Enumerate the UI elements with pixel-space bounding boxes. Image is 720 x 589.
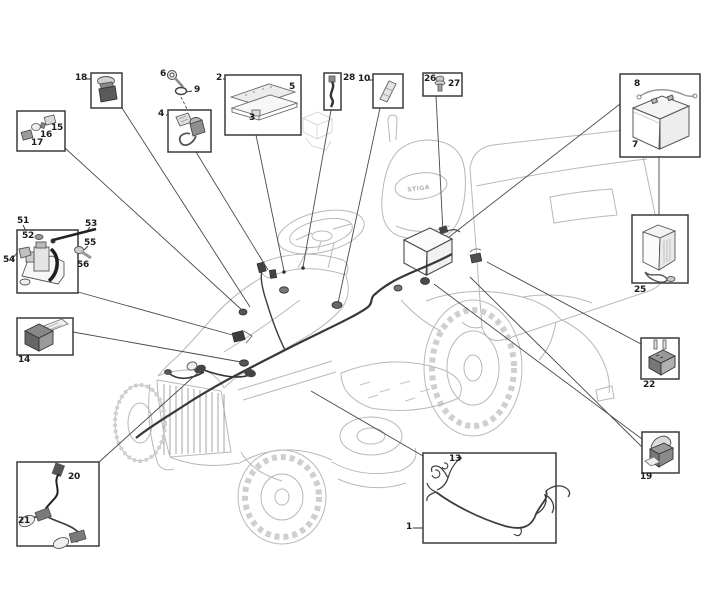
part-label-56[interactable]: 56 (77, 260, 90, 270)
part-6-key (167, 70, 184, 88)
part-25-charger (641, 224, 677, 283)
part-4-ignition-switch (175, 112, 206, 147)
part-2-module (229, 83, 299, 121)
part-22-relay (647, 339, 677, 376)
part-label-54[interactable]: 54 (3, 255, 16, 265)
mounted-battery (402, 225, 461, 276)
front-right-wheel-sketch (237, 449, 333, 545)
part-label-16[interactable]: 16 (40, 130, 53, 140)
leader-key-dashed (180, 96, 188, 110)
part-18-button-switch (97, 76, 118, 103)
part-label-10[interactable]: 10 (358, 74, 371, 84)
part-label-2[interactable]: 2 (216, 73, 223, 83)
part-label-4[interactable]: 4 (158, 109, 165, 119)
ghost-part-sketch (301, 111, 334, 151)
part-label-27[interactable]: 27 (448, 79, 461, 89)
part-label-6[interactable]: 6 (160, 69, 167, 79)
part-label-55[interactable]: 55 (84, 238, 97, 248)
part-label-25[interactable]: 25 (634, 285, 647, 295)
leader-dot-2 (282, 270, 286, 274)
front-left-wheel-sketch (113, 383, 167, 463)
part-20-headlight-harness (18, 462, 87, 549)
leader-18 (121, 107, 251, 308)
leader-10 (337, 107, 381, 304)
part-label-5[interactable]: 5 (289, 82, 296, 92)
part-label-20[interactable]: 20 (68, 472, 81, 482)
leader-19b (469, 276, 643, 448)
part-26-bolt (434, 75, 446, 92)
callout-box-1[interactable] (422, 452, 557, 544)
part-label-3[interactable]: 3 (249, 113, 256, 123)
leader-7 (448, 103, 621, 238)
part-9-ring (174, 86, 188, 96)
tractor-illustration (113, 111, 687, 545)
harness-branch-dash (260, 269, 286, 351)
part-label-19[interactable]: 19 (640, 472, 653, 482)
leader-4 (195, 151, 269, 271)
part-label-53[interactable]: 53 (85, 219, 98, 229)
part-1-harness (426, 456, 571, 537)
part-label-21[interactable]: 21 (18, 516, 31, 526)
part-label-17[interactable]: 17 (31, 138, 44, 148)
mower-deck-sketch (240, 416, 417, 489)
part-label-13[interactable]: 13 (449, 454, 462, 464)
tractor-electrical-parts (135, 225, 483, 439)
part-10-fuse (379, 80, 397, 103)
part-label-7[interactable]: 7 (632, 140, 639, 150)
leader-51 (77, 291, 237, 337)
dashboard-sketch (259, 253, 349, 279)
mounted-harness-wire (135, 253, 453, 439)
footboard-sketch (237, 360, 462, 411)
leader-28 (302, 109, 332, 268)
rear-body-sketch (400, 294, 615, 402)
leader-2 (255, 134, 285, 272)
leader-lines (64, 95, 660, 464)
part-label-26[interactable]: 26 (424, 74, 437, 84)
leader-20 (97, 368, 203, 464)
rear-wheel-sketch (423, 290, 561, 437)
part-label-28[interactable]: 28 (343, 73, 356, 83)
leader-15 (64, 147, 244, 312)
mounted-connectors (231, 248, 483, 367)
part-label-14[interactable]: 14 (18, 355, 31, 365)
part-28-cable (328, 75, 336, 108)
part-15-connectors (20, 114, 57, 141)
part-label-22[interactable]: 22 (643, 380, 656, 390)
part-label-15[interactable]: 15 (51, 123, 64, 133)
leader-1 (310, 390, 424, 457)
part-19-switch (644, 435, 675, 468)
part-7-battery (631, 89, 698, 150)
leader-dot-28 (301, 266, 305, 270)
part-14-relay (23, 318, 69, 352)
part-label-18[interactable]: 18 (75, 73, 88, 83)
headlight-wiring (164, 361, 256, 380)
part-51-solenoid (18, 227, 97, 286)
part-label-8[interactable]: 8 (634, 79, 641, 89)
seat-logo-text: STIGA (407, 184, 430, 194)
leader-22 (486, 261, 642, 345)
leader-26 (435, 95, 444, 233)
part-label-9[interactable]: 9 (194, 85, 201, 95)
part-label-1[interactable]: 1 (406, 522, 413, 532)
part-label-51[interactable]: 51 (17, 216, 30, 226)
leader-14 (72, 331, 242, 363)
part-label-52[interactable]: 52 (22, 231, 35, 241)
